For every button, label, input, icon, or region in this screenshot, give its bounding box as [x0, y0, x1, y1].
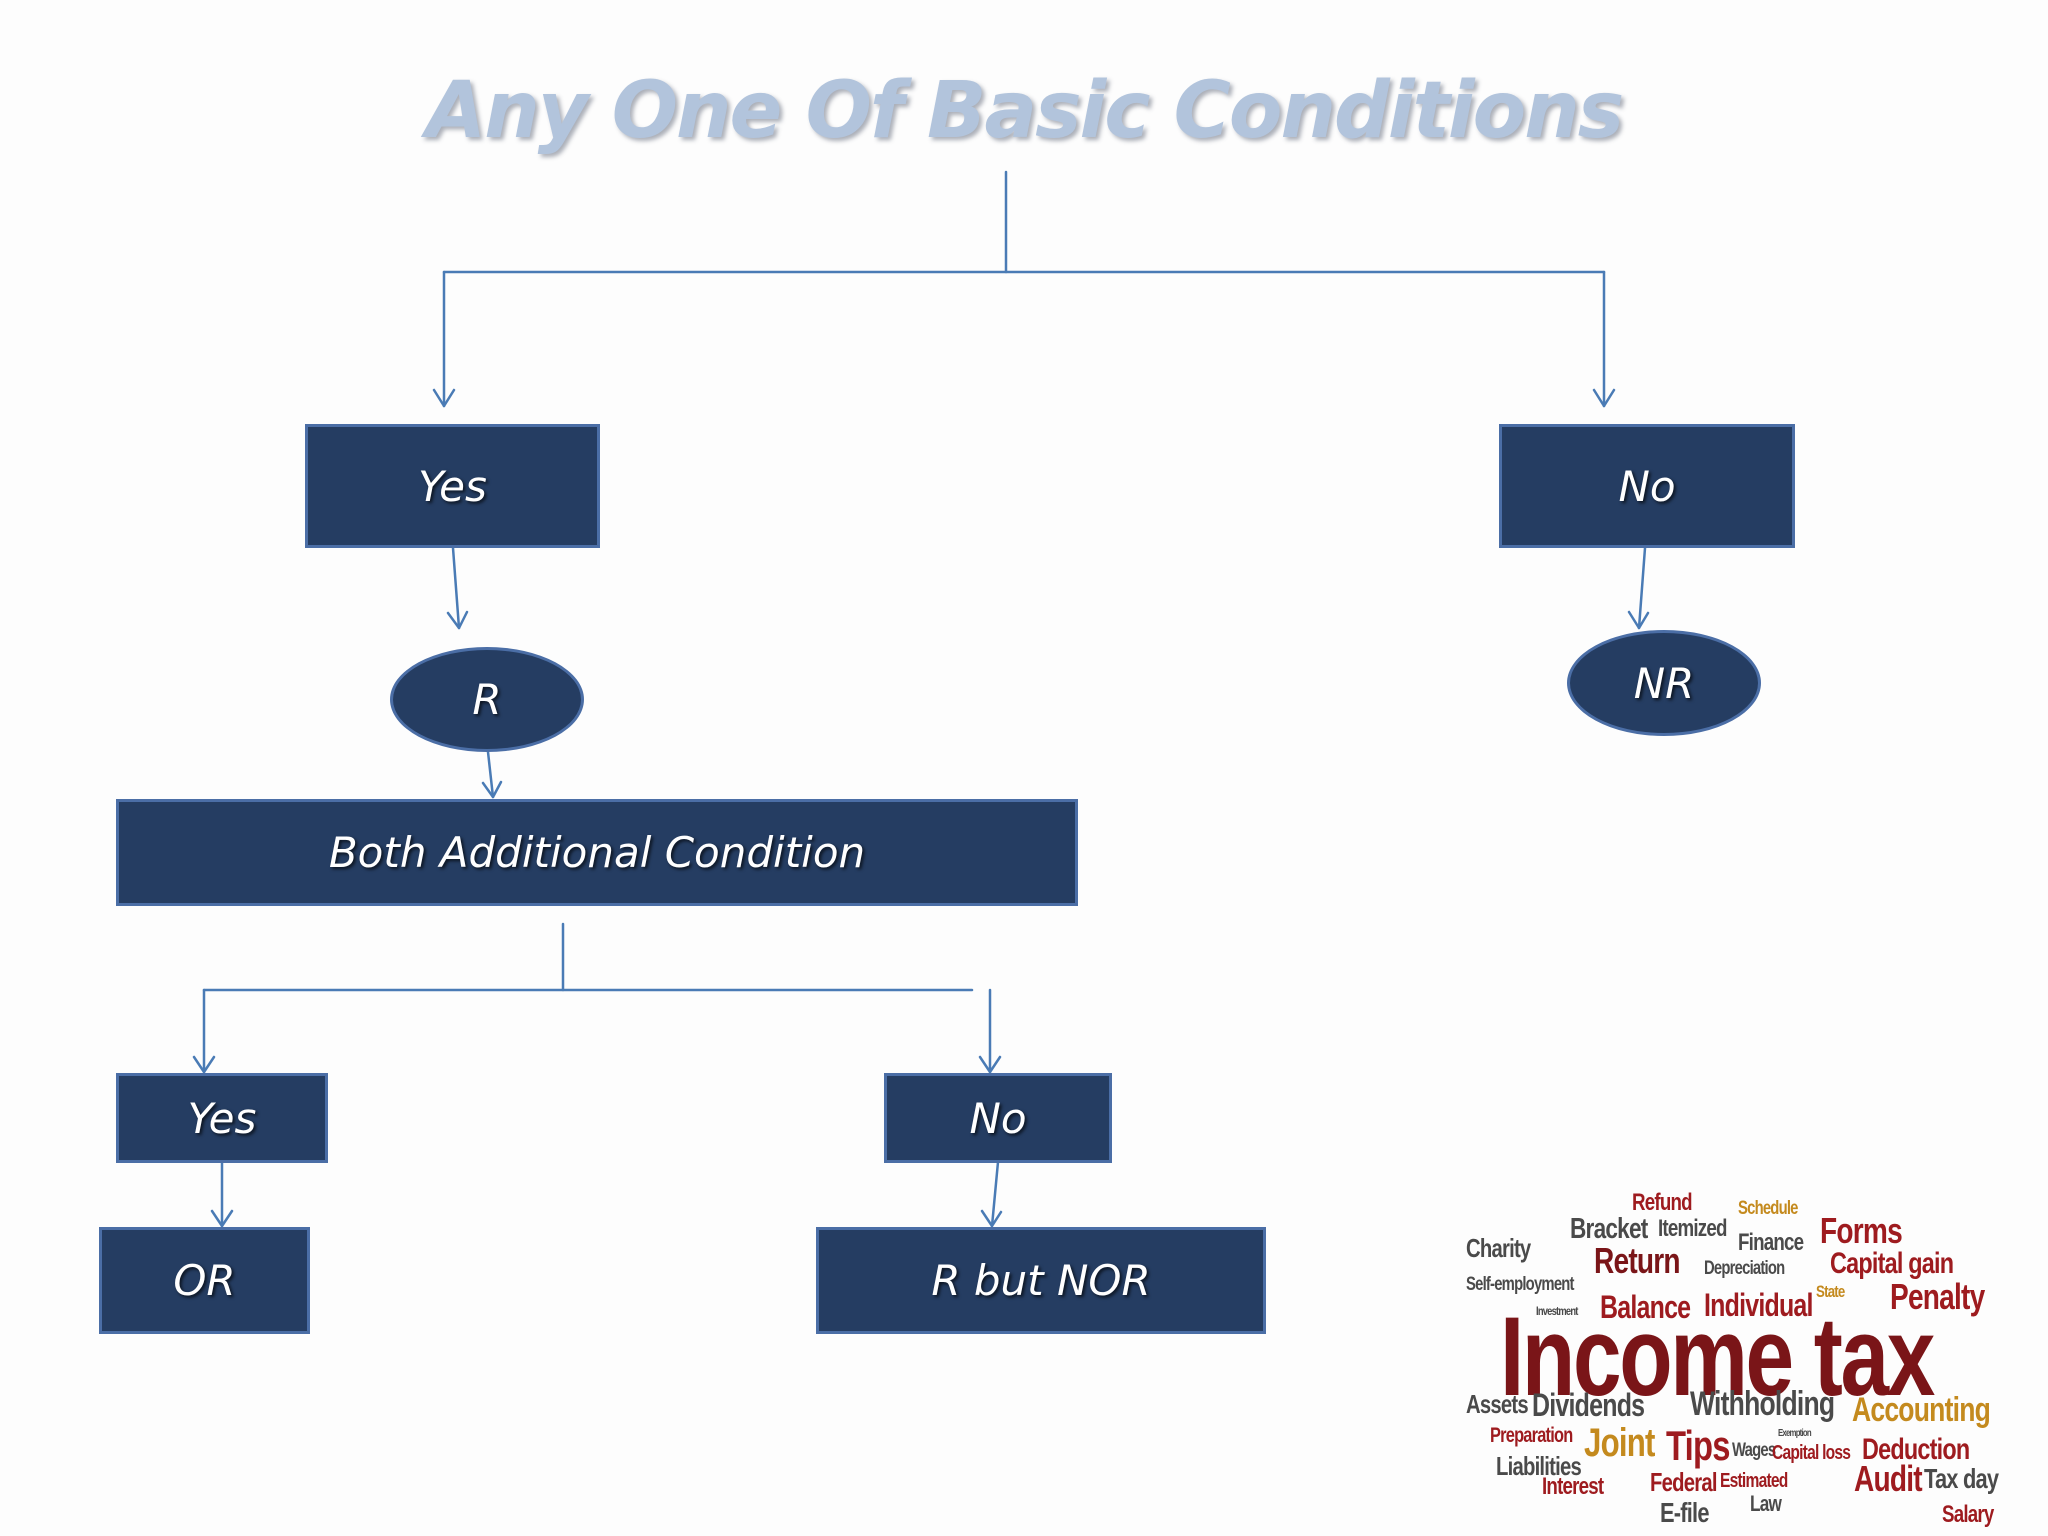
cloud-word: Forms — [1820, 1210, 1903, 1251]
node-yes-top-label: Yes — [418, 461, 487, 511]
arrowhead-both — [481, 780, 503, 799]
node-both-additional-condition-label: Both Additional Condition — [328, 828, 866, 877]
node-or: OR — [99, 1227, 310, 1334]
cloud-word: Deduction — [1862, 1433, 1970, 1466]
node-r-but-nor: R but NOR — [816, 1227, 1266, 1334]
node-nr-label: NR — [1633, 658, 1695, 708]
cloud-word: Depreciation — [1704, 1258, 1785, 1279]
cloud-word: Audit — [1854, 1458, 1923, 1499]
node-both-additional-condition: Both Additional Condition — [116, 799, 1078, 906]
cloud-word: Accounting — [1852, 1391, 1991, 1429]
cloud-word: Capital loss — [1772, 1442, 1851, 1464]
node-no-bottom: No — [884, 1073, 1112, 1163]
node-yes-bottom: Yes — [116, 1073, 328, 1163]
cloud-word: Capital gain — [1830, 1247, 1954, 1280]
cloud-word: Preparation — [1490, 1424, 1573, 1447]
node-or-label: OR — [173, 1256, 236, 1305]
cloud-word: Federal — [1650, 1467, 1717, 1497]
cloud-word: E-file — [1660, 1497, 1710, 1528]
cloud-word: Individual — [1704, 1287, 1813, 1323]
arrowhead-nr — [1627, 610, 1650, 630]
cloud-word: Assets — [1466, 1389, 1529, 1419]
cloud-word: Income tax — [1500, 1294, 1935, 1419]
connector-no-to-nr — [1637, 546, 1647, 630]
arrowhead-no-bottom — [978, 1055, 1002, 1074]
cloud-word: Schedule — [1738, 1198, 1798, 1219]
node-r: R — [390, 647, 584, 752]
cloud-word: Wages — [1732, 1440, 1776, 1461]
cloud-word: Balance — [1600, 1289, 1691, 1325]
cloud-word: Tax day — [1924, 1463, 1999, 1494]
diagram-title: Any One Of Basic Conditions — [425, 66, 1624, 156]
cloud-word: Liabilities — [1496, 1451, 1582, 1481]
cloud-word: Interest — [1542, 1473, 1604, 1500]
cloud-word: Exemption — [1778, 1428, 1812, 1439]
node-r-label: R — [472, 675, 502, 724]
cloud-word: Withholding — [1690, 1385, 1835, 1423]
cloud-word: Bracket — [1570, 1213, 1648, 1245]
cloud-word: Tips — [1666, 1422, 1730, 1469]
node-no-top: No — [1499, 424, 1795, 548]
cloud-word: State — [1816, 1282, 1845, 1301]
arrowhead-or — [210, 1209, 234, 1228]
cloud-word: Estimated — [1720, 1470, 1788, 1492]
cloud-word: Finance — [1738, 1229, 1804, 1256]
node-no-bottom-label: No — [969, 1093, 1027, 1143]
income-tax-word-cloud-image: Refund Schedule Bracket Itemized Forms C… — [1460, 1185, 2005, 1530]
arrowhead-rbutnor — [980, 1209, 1003, 1228]
cloud-word: Joint — [1584, 1421, 1655, 1465]
node-yes-top: Yes — [305, 424, 600, 548]
node-yes-bottom-label: Yes — [187, 1093, 257, 1143]
node-r-but-nor-label: R but NOR — [931, 1256, 1151, 1305]
cloud-word: Return — [1594, 1240, 1681, 1281]
connector-r-to-both — [486, 750, 495, 799]
connector-no-to-rbutnor — [990, 1160, 1000, 1228]
cloud-word: Penalty — [1890, 1276, 1985, 1317]
arrowhead-no-top — [1592, 388, 1616, 408]
arrowhead-r — [446, 610, 469, 630]
connector-yes-to-r — [451, 546, 461, 630]
cloud-word: Itemized — [1658, 1215, 1727, 1242]
cloud-word: Law — [1750, 1491, 1782, 1516]
arrowhead-yes-bottom — [192, 1055, 216, 1074]
cloud-word: Dividends — [1532, 1387, 1645, 1423]
cloud-word: Investment — [1536, 1304, 1578, 1318]
cloud-word: Charity — [1466, 1233, 1531, 1263]
cloud-word: Salary — [1942, 1501, 1994, 1528]
arrowhead-yes-top — [432, 388, 456, 408]
node-no-top-label: No — [1618, 461, 1676, 511]
cloud-word: Refund — [1632, 1189, 1693, 1216]
cloud-word: Self-employment — [1466, 1274, 1574, 1295]
node-nr: NR — [1567, 630, 1761, 736]
